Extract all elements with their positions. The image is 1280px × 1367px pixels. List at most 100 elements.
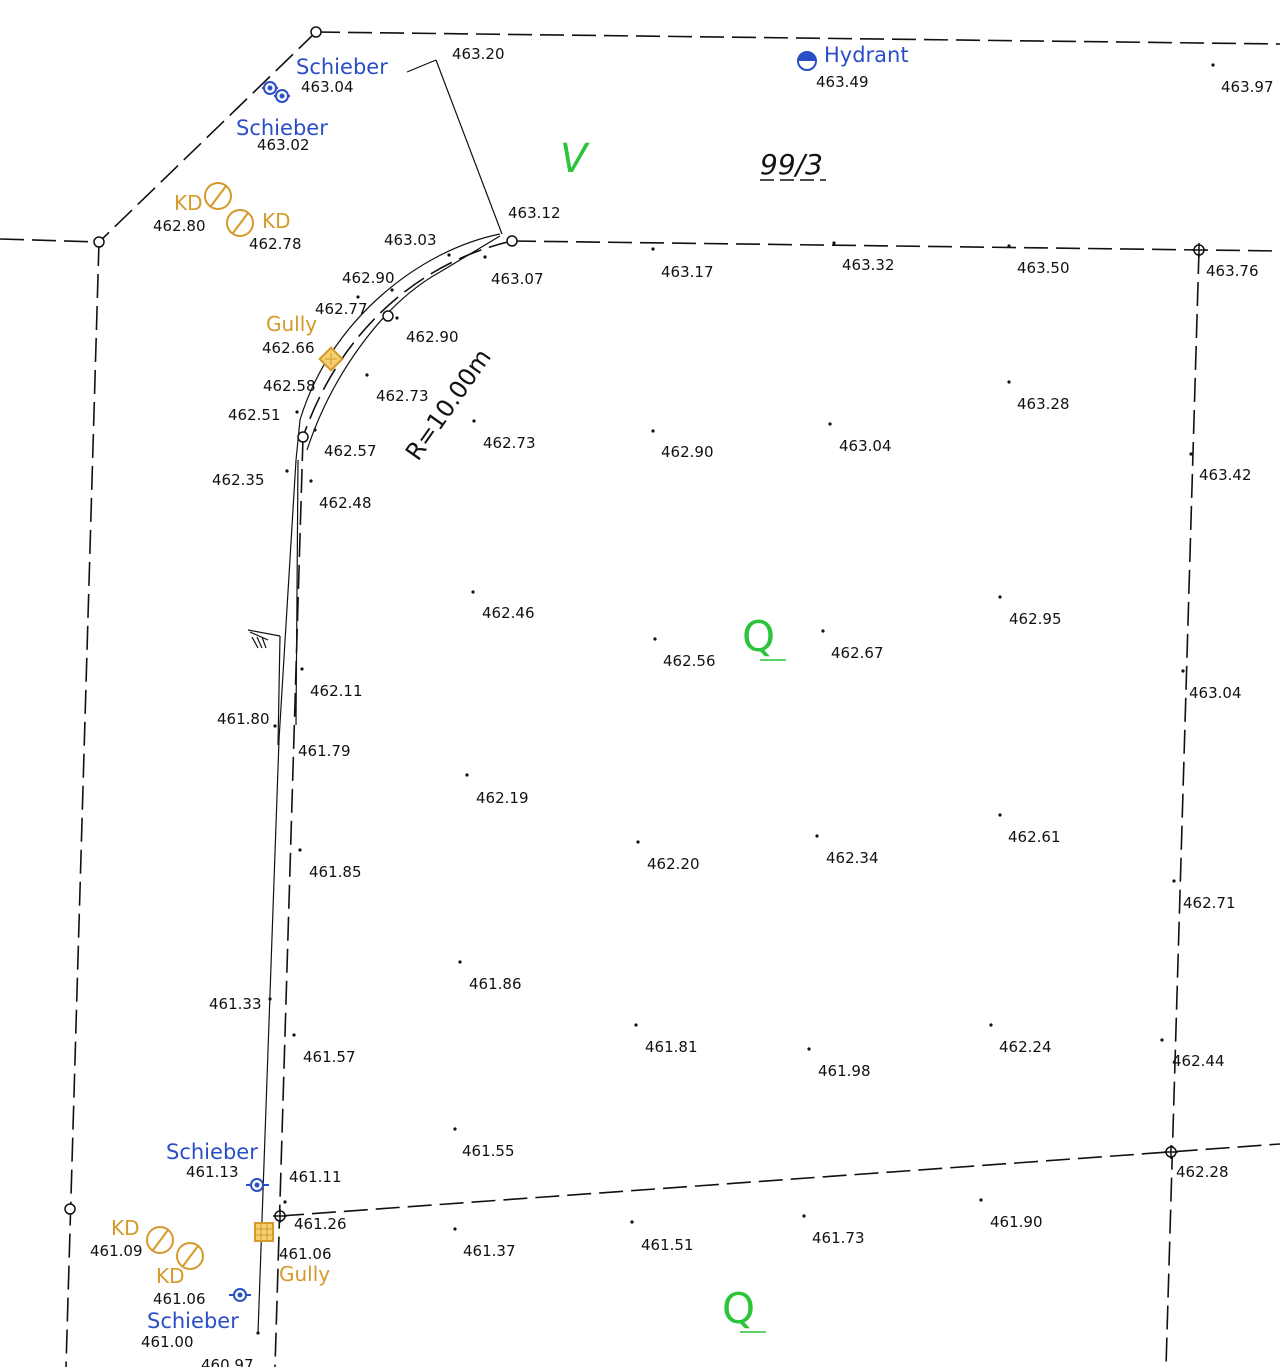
elevation-label: 463.42 — [1199, 466, 1252, 484]
elevation-label: 462.73 — [483, 434, 536, 452]
elevation-label: 461.79 — [298, 742, 351, 760]
elevation-label: 461.86 — [469, 975, 522, 993]
boundary-markers — [64, 26, 1206, 1223]
lamp-stem — [277, 635, 281, 746]
parcel-number: 99/3 — [760, 148, 826, 181]
elevation-label: 462.35 — [212, 471, 265, 489]
elevation-label: 462.51 — [228, 406, 281, 424]
kd-label: KD — [262, 209, 291, 233]
boundary-marker — [64, 1203, 76, 1215]
gully-elevation: 461.06 — [279, 1245, 332, 1263]
elevation-labels: 463.20 463.97 463.12 463.03 463.07 462.9… — [201, 45, 1274, 1367]
schieber-label: Schieber — [296, 55, 388, 79]
land-use-symbol: Q — [742, 612, 786, 661]
elevation-label: 462.48 — [319, 494, 372, 512]
kerb-inner — [306, 235, 501, 451]
boundary-marker-cross — [273, 1209, 287, 1223]
elevation-label: 462.20 — [647, 855, 700, 873]
schieber-elevation: 463.04 — [301, 78, 354, 96]
elevation-label: 461.57 — [303, 1048, 356, 1066]
kd-elevation: 462.80 — [153, 217, 206, 235]
elevation-label: 463.04 — [1189, 684, 1242, 702]
boundary-south — [279, 1143, 1280, 1217]
elevation-label: 462.90 — [342, 269, 395, 287]
valve-icon — [229, 1288, 251, 1302]
kd-elevation: 462.78 — [249, 235, 302, 253]
elevation-label: 462.19 — [476, 789, 529, 807]
elevation-label: 462.44 — [1172, 1052, 1225, 1070]
boundary-marker — [382, 310, 394, 322]
street-lamp-icon — [247, 629, 281, 649]
elevation-label: 462.58 — [263, 377, 316, 395]
driveway-line — [406, 59, 437, 73]
gully-elevation: 462.66 — [262, 339, 315, 357]
kd-label: KD — [174, 191, 203, 215]
elevation-label: 462.34 — [826, 849, 879, 867]
boundary-north — [511, 240, 1280, 252]
elevation-label: 462.77 — [315, 300, 368, 318]
land-use-symbol: V — [560, 136, 590, 182]
elevation-label: 463.17 — [661, 263, 714, 281]
elevation-label: 461.33 — [209, 995, 262, 1013]
elevation-label: 463.12 — [508, 204, 561, 222]
valve-icon — [274, 89, 290, 103]
boundary-curve — [302, 240, 513, 438]
boundary-marker — [93, 236, 105, 248]
manhole-icon — [204, 182, 232, 210]
elevation-label: 461.98 — [818, 1062, 871, 1080]
elevation-label: 462.67 — [831, 644, 884, 662]
boundary-top — [315, 31, 1280, 45]
svg-text:Q: Q — [742, 612, 775, 661]
elevation-label: 462.90 — [661, 443, 714, 461]
elevation-label: 463.76 — [1206, 262, 1259, 280]
elevation-label: 462.90 — [406, 328, 459, 346]
kd-elevation: 461.09 — [90, 1242, 143, 1260]
elevation-label: 461.51 — [641, 1236, 694, 1254]
elevation-label: 462.56 — [663, 652, 716, 670]
elevation-label: 463.03 — [384, 231, 437, 249]
hydrant-elevation: 463.49 — [816, 73, 869, 91]
elevation-label: 461.26 — [294, 1215, 347, 1233]
elevation-label: 463.97 — [1221, 78, 1274, 96]
elevation-label: 463.28 — [1017, 395, 1070, 413]
elevation-label: 463.50 — [1017, 259, 1070, 277]
elevation-label: 462.11 — [310, 682, 363, 700]
gully-label: Gully — [266, 312, 317, 336]
driveway-line-2 — [435, 59, 503, 235]
land-use-symbol: Q — [722, 1284, 766, 1333]
elevation-label: 462.24 — [999, 1038, 1052, 1056]
elevation-label: 462.73 — [376, 387, 429, 405]
valve-icon — [262, 81, 278, 95]
kd-label: KD — [111, 1216, 140, 1240]
boundary-marker — [310, 26, 322, 38]
gully-icon — [254, 1222, 274, 1242]
hydrant-icon — [797, 51, 817, 71]
boundary-east — [1165, 249, 1200, 1367]
elevation-label: 461.37 — [463, 1242, 516, 1260]
elevation-label: 462.95 — [1009, 610, 1062, 628]
hydrant-label: Hydrant — [824, 43, 909, 67]
svg-text:Q: Q — [722, 1284, 755, 1333]
gully-label: Gully — [279, 1262, 330, 1286]
gully-icon — [318, 346, 344, 372]
kd-label: KD — [156, 1264, 185, 1288]
kerb-lines — [257, 59, 503, 1334]
schieber-elevation: 463.02 — [257, 136, 310, 154]
manhole-icon — [146, 1226, 174, 1254]
manhole-icon — [176, 1242, 204, 1270]
manhole-icon — [226, 209, 254, 237]
boundary-marker — [297, 431, 309, 443]
schieber-label: Schieber — [236, 116, 328, 140]
boundary-marker — [506, 235, 518, 247]
elevation-label: 462.46 — [482, 604, 535, 622]
kd-elevation: 461.06 — [153, 1290, 206, 1308]
schieber-elevation: 461.13 — [186, 1163, 239, 1181]
elevation-label: 461.80 — [217, 710, 270, 728]
elevation-label: 461.11 — [289, 1168, 342, 1186]
elevation-label: 462.57 — [324, 442, 377, 460]
elevation-label: 463.04 — [839, 437, 892, 455]
schieber-elevation: 461.00 — [141, 1333, 194, 1351]
elevation-label: 462.28 — [1176, 1163, 1229, 1181]
kerb-line-west — [295, 459, 299, 726]
